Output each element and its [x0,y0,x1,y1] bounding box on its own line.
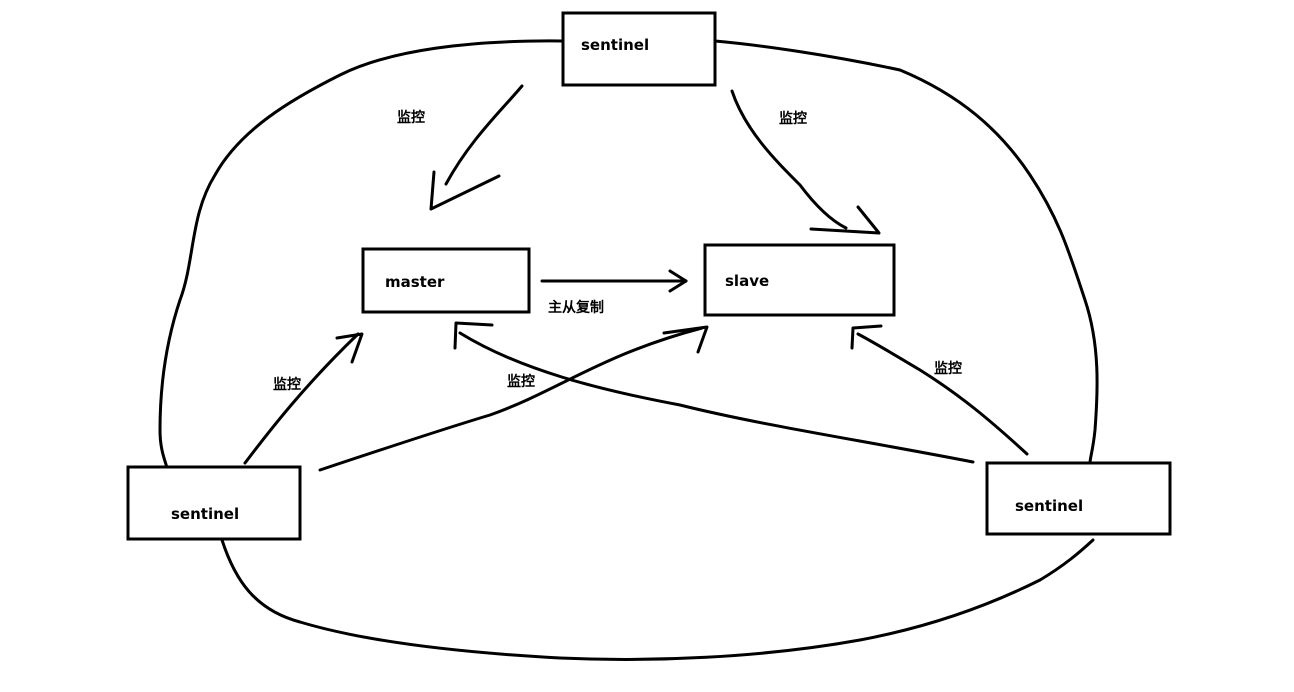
edge-label-right-to-slave: 监控 [934,360,962,377]
label-sentinel-left: sentinel [171,505,239,523]
label-sentinel-top: sentinel [581,36,649,54]
label-sentinel-right: sentinel [1015,497,1083,515]
node-master [361,247,531,314]
node-sentinel-right [985,461,1172,536]
arrow-sentinel-right-to-slave [856,332,1029,456]
edge-label-left-to-master: 监控 [273,376,301,393]
edge-label-top-to-slave: 监控 [779,110,807,127]
arrowhead-slave-from-master [668,269,688,293]
arrow-sentinel-top-to-master [444,84,524,186]
arrow-sentinel-right-to-master [458,331,975,464]
arrowhead-master-from-top [429,170,501,211]
sentinel-ring-top-right [713,39,1099,465]
node-slave [703,243,896,317]
sentinel-ring-top-left [158,39,564,470]
arrow-sentinel-top-to-slave [730,89,848,230]
arrow-sentinel-left-to-slave [318,326,704,472]
arrowhead-slave-from-left [662,325,709,354]
arrowhead-slave-from-right [850,324,883,350]
edge-label-left-to-slave: 监控 [507,373,535,390]
arrowhead-master-from-left [335,332,364,364]
node-sentinel-left [126,465,302,541]
sentinel-ring-bottom [220,538,1095,661]
arrowhead-master-from-right [453,321,494,350]
edge-label-top-to-master: 监控 [397,109,425,126]
label-master: master [385,273,445,291]
node-sentinel-top [561,11,717,87]
arrow-sentinel-left-to-master [243,332,360,465]
label-slave: slave [725,272,769,290]
arrowhead-slave-from-top [809,205,881,235]
edge-label-master-to-slave: 主从复制 [548,299,604,316]
